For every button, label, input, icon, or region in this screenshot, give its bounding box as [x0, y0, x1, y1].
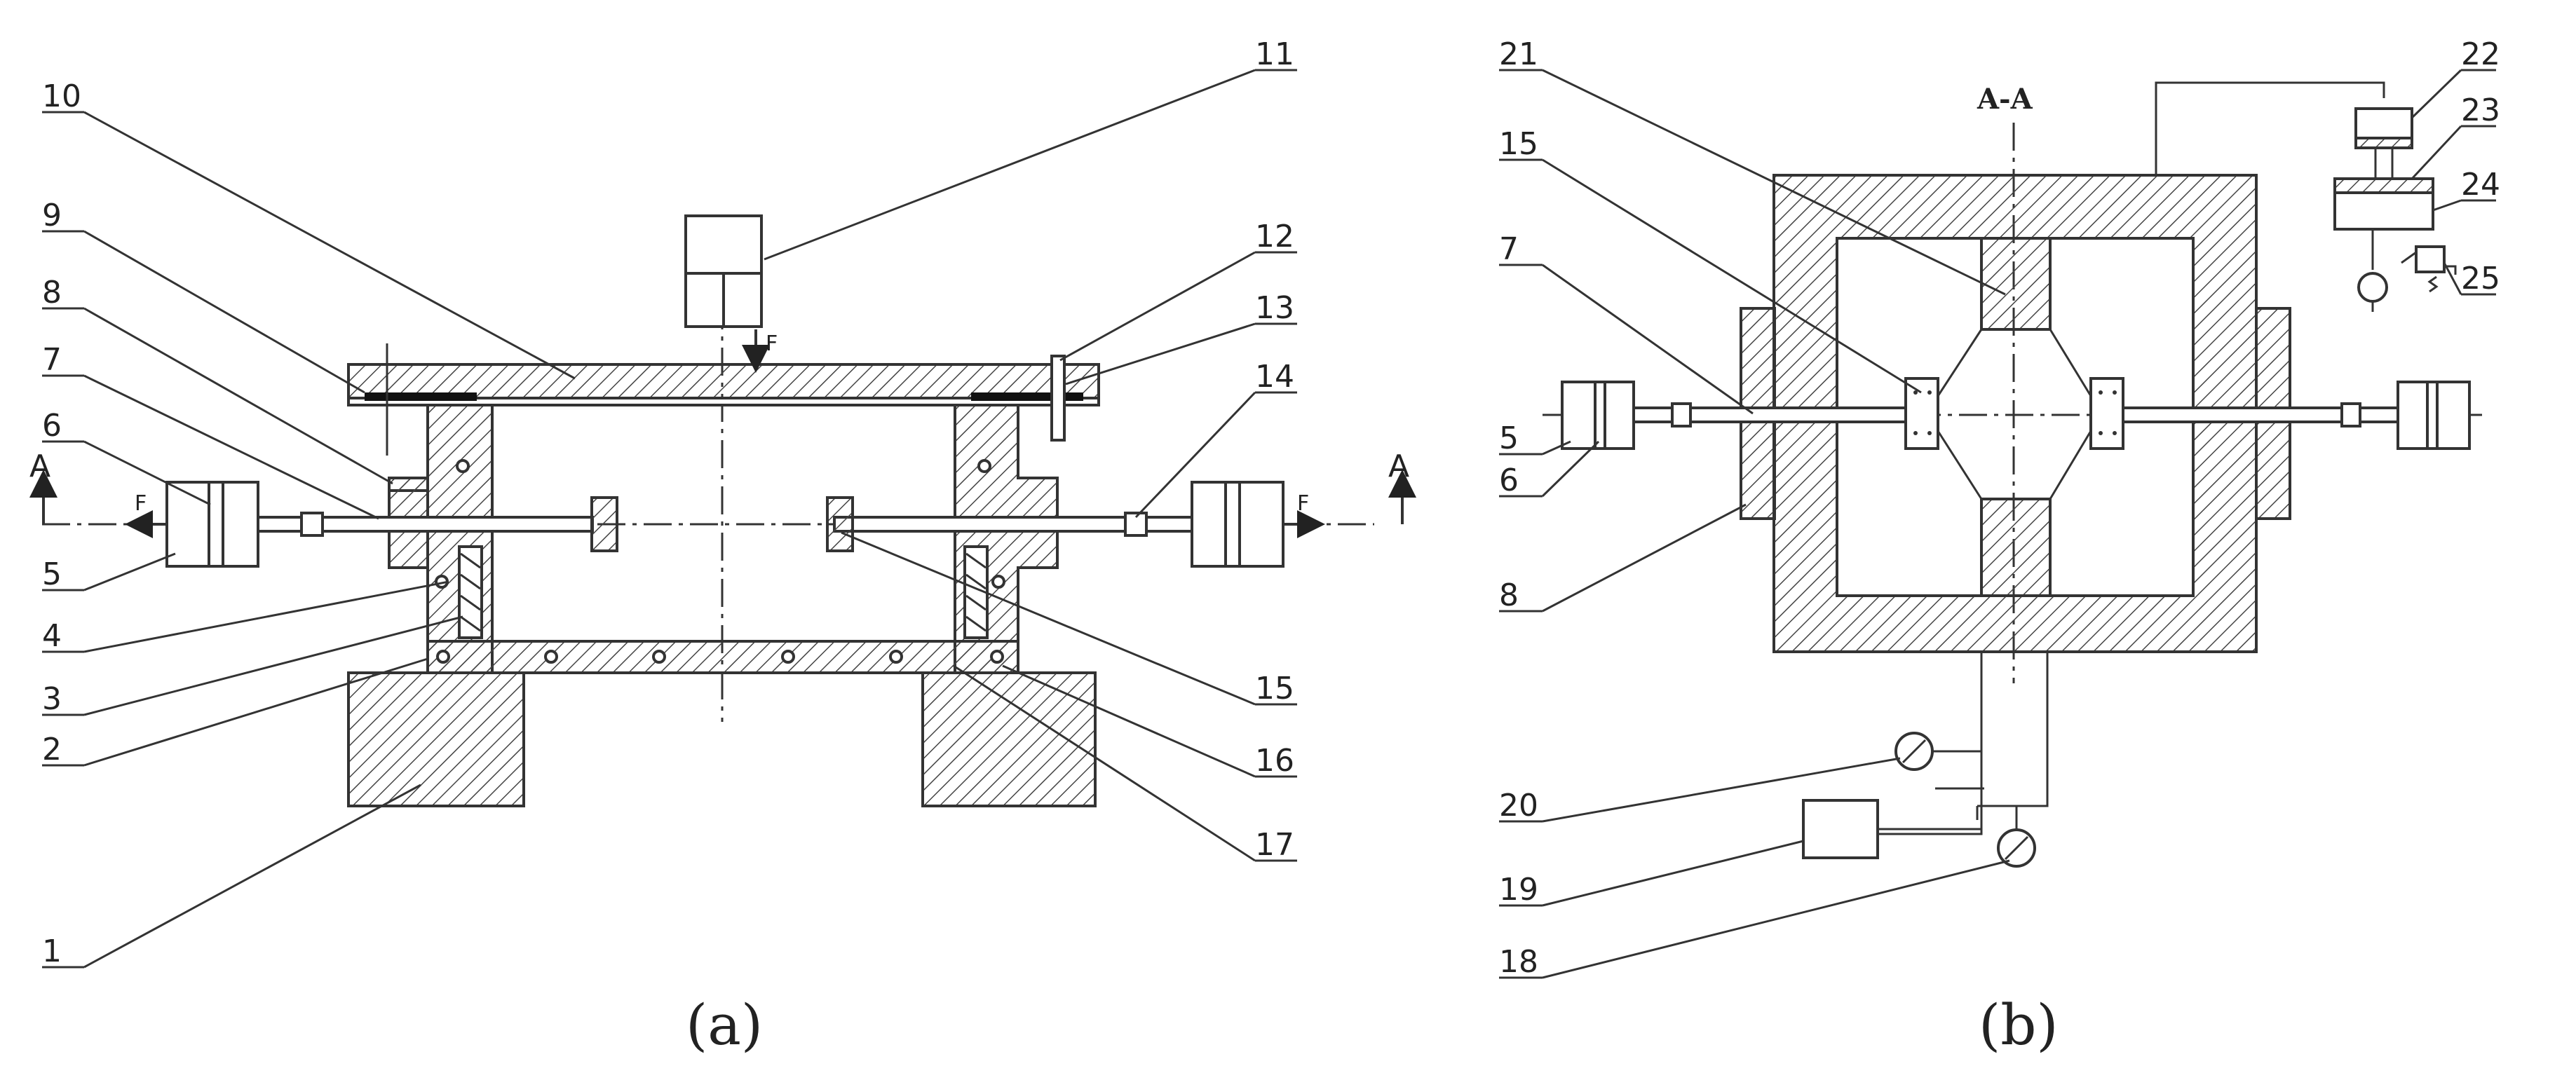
panel-b: A-A: [1499, 36, 2500, 1058]
part-number-16: 16: [1255, 743, 1294, 779]
part-number-8b: 8: [1499, 577, 1519, 613]
clamp-left: [590, 496, 618, 552]
section-letter-right: A: [1388, 449, 1409, 484]
part-number-15: 15: [1255, 671, 1294, 706]
force-label-right: F: [1297, 491, 1309, 516]
relief-drain: [2444, 265, 2457, 275]
section-title: A-A: [1977, 83, 2033, 116]
part-number-5: 5: [42, 556, 62, 592]
caption-b: (b): [1979, 992, 2059, 1058]
relief-valve: [2415, 245, 2446, 273]
part-number-7b: 7: [1499, 231, 1519, 267]
part-number-14: 14: [1255, 359, 1294, 395]
part-number-21: 21: [1499, 36, 1538, 72]
coupler-b-right: [2340, 402, 2361, 428]
force-label-top: F: [766, 331, 778, 356]
actuator-b-right-piston: [2426, 381, 2439, 450]
leaders-a: [42, 69, 1297, 969]
diamond-links: [1937, 329, 2092, 500]
part-numbers-a: 1 2 3 4 5 6 7 8 9 10 11 12 13 14 15 16 1…: [42, 36, 1294, 969]
cylinder-top: [2354, 107, 2413, 139]
bearings-a: [435, 459, 1005, 664]
top-plate-lower-strip: [347, 397, 1100, 406]
relief-valve-link: [2401, 251, 2417, 264]
part-number-17: 17: [1255, 827, 1294, 863]
coupler-left: [300, 512, 324, 537]
part-number-12: 12: [1255, 219, 1294, 254]
rod-b-right: [2122, 406, 2422, 423]
part-number-2: 2: [42, 732, 62, 767]
part-number-10: 10: [42, 78, 81, 114]
part-number-15b: 15: [1499, 126, 1538, 162]
cylinder-piston: [2354, 137, 2413, 149]
cylinder-lower-piston: [2333, 177, 2434, 194]
part-number-9: 9: [42, 198, 62, 233]
clamp-b-dots: [1913, 390, 2117, 435]
part-number-18: 18: [1499, 944, 1538, 980]
part-number-6b: 6: [1499, 463, 1519, 498]
part-number-22: 22: [2461, 36, 2500, 72]
part-numbers-b: 21 15 7 5 6 8 20 19 18 22 23 24 25: [1499, 36, 2500, 980]
part-number-19: 19: [1499, 872, 1538, 908]
clamp-right: [826, 496, 854, 552]
part-number-7: 7: [42, 342, 62, 378]
gauge-18-needle: [2004, 835, 2029, 861]
part-number-4: 4: [42, 618, 62, 654]
bolt: [1050, 355, 1066, 442]
part-number-5b: 5: [1499, 421, 1519, 456]
part-number-24: 24: [2461, 167, 2500, 203]
clamp-b-left: [1904, 377, 1939, 450]
part-number-6: 6: [42, 408, 62, 444]
pad-left: [365, 392, 477, 401]
part-number-23: 23: [2461, 93, 2500, 128]
part-number-1: 1: [42, 934, 62, 969]
part-number-8: 8: [42, 275, 62, 310]
force-label-left: F: [135, 491, 147, 516]
part-number-20: 20: [1499, 788, 1538, 823]
leaders-b: [1499, 69, 2496, 979]
part-number-25: 25: [2461, 261, 2500, 296]
actuator-right-piston: [1224, 481, 1241, 568]
relief-spring: [2427, 275, 2439, 293]
foundation-left: [347, 671, 525, 807]
pad-right: [971, 392, 1083, 401]
reservoir-valve: [2357, 272, 2388, 303]
bottom-beam: [426, 640, 1019, 674]
part-number-11: 11: [1255, 36, 1294, 72]
actuator-left-piston: [208, 481, 224, 568]
spring-coils: [460, 552, 987, 632]
lower-block: [1980, 498, 2052, 597]
pump-box: [1802, 799, 1879, 859]
coupler-b-left: [1671, 402, 1692, 428]
cylinder-lower: [2333, 191, 2434, 231]
part-number-13: 13: [1255, 290, 1294, 326]
panel-a: F: [29, 36, 1416, 1058]
actuator-b-left-piston: [1594, 381, 1606, 450]
rod-left: [209, 516, 594, 533]
hydraulic-lines: [1876, 81, 2385, 835]
caption-a: (a): [686, 992, 763, 1058]
rod-right: [833, 516, 1228, 533]
part-number-3: 3: [42, 681, 62, 717]
clamp-b-right: [2089, 377, 2124, 450]
gauge-20-needle: [1902, 739, 1927, 764]
upper-block: [1980, 237, 2052, 331]
section-letter-left: A: [29, 449, 50, 484]
